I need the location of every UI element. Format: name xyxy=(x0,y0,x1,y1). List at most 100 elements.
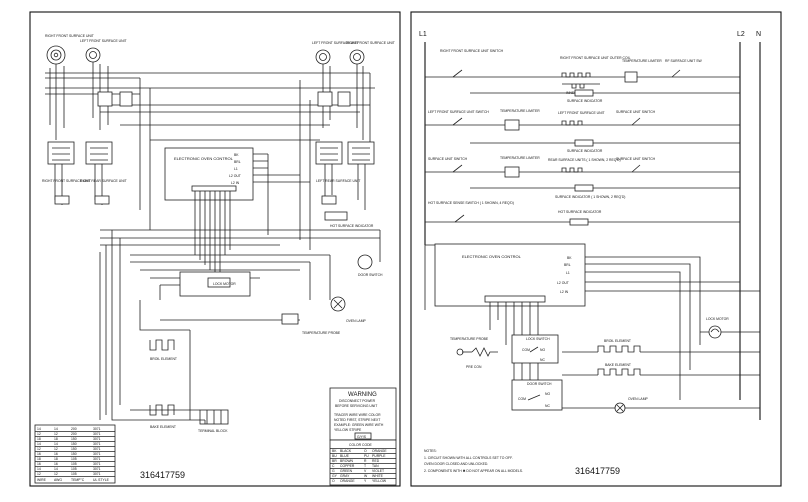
right-temp-probe-label: TEMPERATURE PROBE xyxy=(450,337,489,341)
lr-switch-label-r: SURFACE UNIT SWITCH xyxy=(428,157,468,161)
rung-left-front: LEFT FRONT SURFACE UNIT SWITCH TEMPERATU… xyxy=(425,109,740,131)
rt-term-brl: BRL xyxy=(564,263,571,267)
left-bake-element: BAKE ELEMENT xyxy=(149,404,176,429)
wire-table-cell: 18 xyxy=(37,457,41,461)
wire-table-cell: 14 xyxy=(54,427,58,431)
right-broil-element: BROIL ELEMENT xyxy=(562,339,760,353)
right-oven-lamp: OVEN LAMP xyxy=(562,397,760,414)
wire-table-cell: 3071 xyxy=(93,427,101,431)
terminal-block-label: TERMINAL BLOCK xyxy=(198,429,228,433)
left-terminal-block: TERMINAL BLOCK xyxy=(198,409,229,433)
wire-table-header: TEMP°C xyxy=(71,478,85,482)
lt-term-l2in: L2 IN xyxy=(231,181,240,185)
right-door-switch: DOOR SWITCH COM NO NC xyxy=(511,379,563,411)
lock-nc: NC xyxy=(540,358,545,362)
warning-title: WARNING xyxy=(348,392,377,398)
color-code-name: GRAY xyxy=(340,474,350,478)
tracer-line-2: NOTED FIRST, STRIPE NEXT xyxy=(334,418,380,422)
right-oven-control-label: ELECTRONIC OVEN CONTROL xyxy=(462,254,522,259)
line-label-l1: L1 xyxy=(419,31,427,38)
right-oven-control: ELECTRONIC OVEN CONTROL BK BRL L1 L2 OUT… xyxy=(434,243,760,400)
color-code-abbr: BR xyxy=(332,459,337,463)
left-part-number: 316417759 xyxy=(140,470,185,480)
lr-element-label: LEFT FRONT SURFACE UNIT xyxy=(312,41,359,45)
wire-table-cell: 14 xyxy=(37,442,41,446)
tracer-example: G/Y/S xyxy=(357,435,367,439)
color-code-name: BLACK xyxy=(340,449,352,453)
color-code-name: VIOLET xyxy=(372,469,384,473)
left-door-switch-label: DOOR SWITCH xyxy=(358,273,383,277)
right-oven-lamp-label: OVEN LAMP xyxy=(628,397,649,401)
left-bake-label: BAKE ELEMENT xyxy=(150,425,176,429)
color-code-abbr: PU xyxy=(364,454,369,458)
wire-table-cell: 16 xyxy=(37,452,41,456)
color-code-name: WHITE xyxy=(372,474,384,478)
door-com: COM xyxy=(518,397,526,401)
wire-table-cell: 16 xyxy=(37,462,41,466)
tracer-line-1: TRACER WIRE WIRE COLOR xyxy=(334,413,381,417)
lr-switch-label: LEFT REAR SURFACE UNIT xyxy=(316,179,360,183)
lf-element-label-r: LEFT FRONT SURFACE UNIT xyxy=(558,111,605,115)
door-nc: NC xyxy=(545,404,550,408)
switch-block-2 xyxy=(119,91,133,107)
color-code-name: GREEN xyxy=(340,469,353,473)
rt-term-l2in: L2 IN xyxy=(560,290,569,294)
temp-limiter-3-label: TEMPERATURE LIMITER xyxy=(500,156,540,160)
color-code-abbr: O xyxy=(332,479,335,483)
right-sheet-border xyxy=(410,11,782,487)
rr-element-label: RIGHT FRONT SURFACE UNIT xyxy=(346,41,395,45)
line-label-l2: L2 xyxy=(737,31,745,38)
lock-com: COM xyxy=(522,348,530,352)
wire-table-cell: 14 xyxy=(37,427,41,431)
wire-table-header: WIRE xyxy=(37,478,47,482)
surface-indicator-1-label: SURFACE INDICATOR xyxy=(567,99,603,103)
color-code-abbr: W xyxy=(364,474,368,478)
right-lock-motor: LOCK MOTOR xyxy=(700,317,760,339)
color-code-name: ORANGE xyxy=(340,479,355,483)
rung-hot-surface: HOT SURFACE SENSE SWITCH ( 1 SHOWN, 4 RE… xyxy=(425,201,740,226)
wire-table-cell: 3071 xyxy=(93,462,101,466)
left-lock-motor: LOCK MOTOR xyxy=(179,271,251,297)
rr-indicator-label: SURFACE INDICATOR ( 1 SHOWN, 2 REQ'D) xyxy=(555,195,625,199)
lr-surface-switch: LEFT REAR SURFACE UNIT xyxy=(315,141,360,183)
rt-term-l2out: L2 OUT xyxy=(557,281,569,285)
lt-term-l1: L1 xyxy=(234,167,238,171)
door-no: NO xyxy=(545,392,550,396)
lt-term-l2out: L2 OUT xyxy=(229,174,241,178)
left-oven-lamp: OVEN LAMP xyxy=(330,296,367,323)
right-part-number: 316417759 xyxy=(575,466,620,476)
rf-element-label: RIGHT FRONT SURFACE UNIT xyxy=(45,34,94,38)
lock-switch: LOCK SWITCH COM NO NC xyxy=(511,334,559,364)
right-lock-motor-label: LOCK MOTOR xyxy=(706,317,729,321)
left-sheet: RIGHT FRONT SURFACE UNIT LEFT FRONT SURF… xyxy=(29,11,401,487)
wire-table-cell: 105 xyxy=(71,462,77,466)
right-door-switch-label: DOOR SWITCH xyxy=(527,382,552,386)
wire-table-cell: 3071 xyxy=(93,457,101,461)
right-bake-label: BAKE ELEMENT xyxy=(605,363,631,367)
right-bake-element: BAKE ELEMENT xyxy=(562,363,760,376)
left-lock-motor-label: LOCK MOTOR xyxy=(213,282,236,286)
rung-rear: SURFACE UNIT SWITCH TEMPERATURE LIMITER … xyxy=(425,156,740,178)
color-code-name: COPPER xyxy=(340,464,355,468)
tracer-line-3: EXAMPLE: GREEN WIRE WITH xyxy=(334,423,384,427)
lf-unit-sw-label: SURFACE UNIT SWITCH xyxy=(616,110,656,114)
lock-no: NO xyxy=(540,348,545,352)
wire-table-cell: 12 xyxy=(37,472,41,476)
left-broil-label: BROIL ELEMENT xyxy=(150,357,177,361)
right-sheet: L1 L2 N RIGHT FRONT SURFACE UNIT SWITCH … xyxy=(410,11,782,487)
color-code-name: YELLOW xyxy=(372,479,387,483)
wire-table-cell: 105 xyxy=(71,467,77,471)
color-code-abbr: O xyxy=(364,449,367,453)
rung-right-front: RIGHT FRONT SURFACE UNIT SWITCH RIGHT FR… xyxy=(425,49,740,95)
color-code-abbr: BU xyxy=(332,454,337,458)
wire-table-cell: 12 xyxy=(54,432,58,436)
color-code-abbr: GY xyxy=(332,474,338,478)
rf-unit-sw-label: RF SURFACE UNIT SW xyxy=(665,59,702,63)
wire-table-cell: 150 xyxy=(71,452,77,456)
color-code-name: PURPLE xyxy=(372,454,386,458)
left-front-element: LEFT FRONT SURFACE UNIT xyxy=(80,39,127,63)
wire-table-cell: 12 xyxy=(54,447,58,451)
switch-block-3 xyxy=(317,91,333,107)
wire-table-cell: 150 xyxy=(71,447,77,451)
rf-outer-coil: RIGHT FRONT SURFACE UNIT OUTER COIL xyxy=(560,56,631,60)
